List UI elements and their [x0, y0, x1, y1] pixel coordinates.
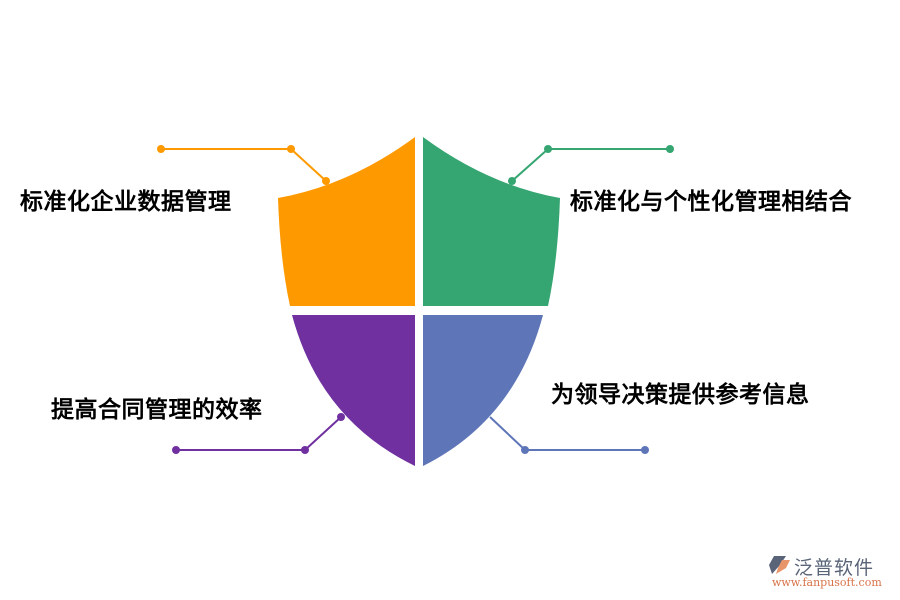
shield-quadrant-top-left [278, 137, 415, 306]
fanpu-logo-icon [769, 556, 790, 574]
label-bottom-right: 为领导决策提供参考信息 [551, 382, 810, 408]
logo-url: www.fanpusoft.com [772, 576, 882, 589]
logo-name: 泛普软件 [794, 557, 875, 579]
shield-quadrant-bottom-right [423, 315, 543, 466]
connector-top-left [157, 145, 330, 185]
connector-top-right [508, 145, 674, 185]
shield-quadrant-bottom-left [292, 315, 415, 466]
connector-bottom-right [489, 416, 649, 454]
connector-bottom-left [172, 413, 345, 454]
brand-logo: 泛普软件 www.fanpusoft.com [768, 553, 898, 593]
shield-quadrant-top-right [423, 137, 560, 306]
label-top-right: 标准化与个性化管理相结合 [570, 189, 852, 215]
label-bottom-left: 提高合同管理的效率 [51, 397, 263, 423]
label-top-left: 标准化企业数据管理 [20, 189, 232, 215]
